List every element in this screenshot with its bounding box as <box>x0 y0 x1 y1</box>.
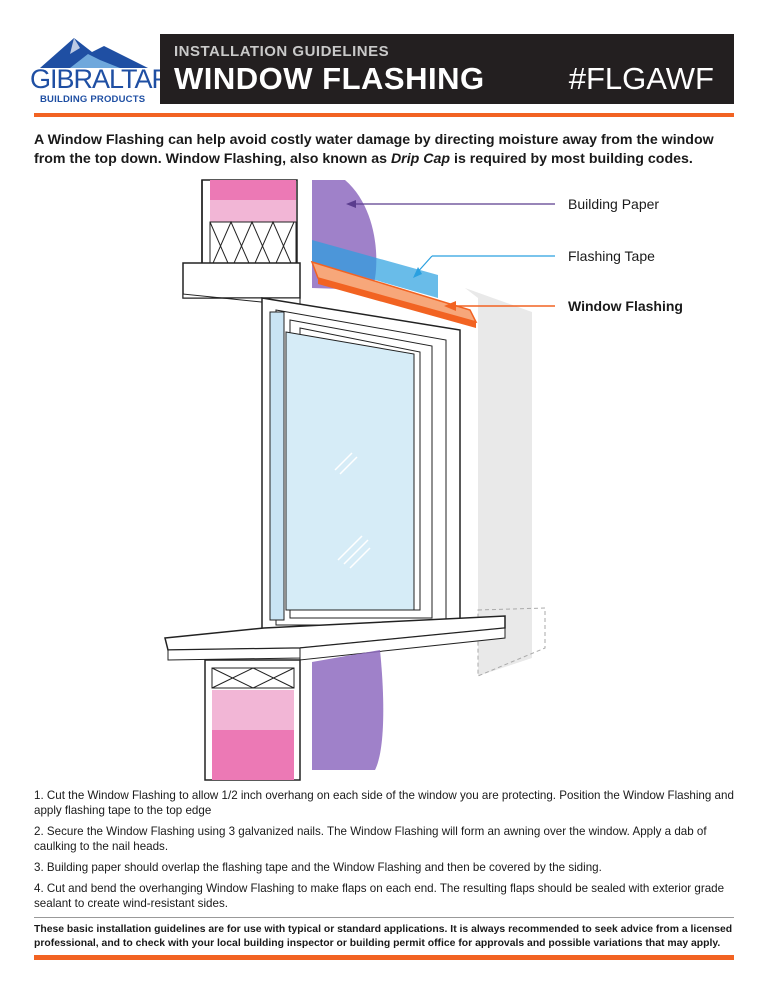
logo-wordmark: GIBRALTAR <box>30 64 171 94</box>
header-banner: INSTALLATION GUIDELINES WINDOW FLASHING … <box>160 34 734 104</box>
step-1: 1. Cut the Window Flashing to allow 1/2 … <box>34 789 734 817</box>
label-window-flashing: Window Flashing <box>568 298 683 314</box>
step-2: 2. Secure the Window Flashing using 3 ga… <box>34 825 707 853</box>
intro-text-after: is required by most building codes. <box>450 151 693 167</box>
window-header <box>182 262 301 299</box>
intro-italic-term: Drip Cap <box>390 151 451 167</box>
mountain-logo-icon <box>40 38 148 68</box>
header-kicker: INSTALLATION GUIDELINES <box>174 43 390 60</box>
window-flashing-diagram: Building Paper Flashing Tape Window Flas… <box>0 170 768 785</box>
grey-divider <box>34 917 734 918</box>
label-building-paper: Building Paper <box>568 196 660 212</box>
step-4: 4. Cut and bend the overhanging Window F… <box>34 882 725 910</box>
intro-text-before: A Window Flashing can help avoid costly … <box>34 132 714 167</box>
building-paper-bottom <box>312 650 384 770</box>
page-title: WINDOW FLASHING <box>174 61 485 96</box>
installation-steps: 1. Cut the Window Flashing to allow 1/2 … <box>34 788 739 917</box>
disclaimer: These basic installation guidelines are … <box>34 924 733 949</box>
label-flashing-tape: Flashing Tape <box>568 248 655 264</box>
gibraltar-logo: GIBRALTAR BUILDING PRODUCTS <box>30 34 171 105</box>
orange-divider-top <box>34 113 734 117</box>
left-jamb-trim <box>269 311 285 621</box>
siding-background <box>465 288 532 676</box>
window-cross-section-illustration <box>164 179 555 781</box>
step-3: 3. Building paper should overlap the fla… <box>34 861 602 874</box>
flashing-tape <box>312 240 438 298</box>
product-code: #FLGAWF <box>568 61 714 96</box>
window-glass <box>285 331 415 611</box>
logo-subtitle: BUILDING PRODUCTS <box>40 94 146 105</box>
intro-paragraph: A Window Flashing can help avoid costly … <box>34 131 739 169</box>
orange-divider-bottom <box>34 955 734 960</box>
